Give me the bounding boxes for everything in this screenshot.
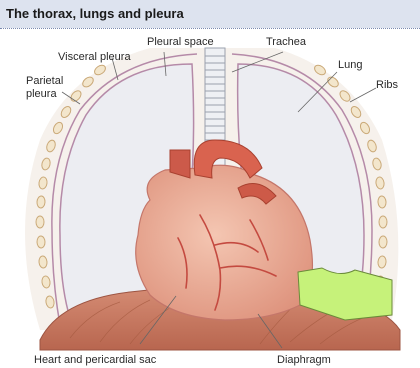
label-parietal-line2: pleura bbox=[26, 88, 57, 100]
label-diaphragm: Diaphragm bbox=[277, 354, 331, 366]
label-visceral-pleura: Visceral pleura bbox=[58, 51, 131, 63]
label-lung: Lung bbox=[338, 59, 362, 71]
label-parietal-line1: Parietal bbox=[26, 75, 63, 87]
label-pleural-space: Pleural space bbox=[147, 36, 214, 48]
label-ribs: Ribs bbox=[376, 79, 398, 91]
label-heart: Heart and pericardial sac bbox=[34, 354, 156, 366]
label-trachea: Trachea bbox=[266, 36, 306, 48]
